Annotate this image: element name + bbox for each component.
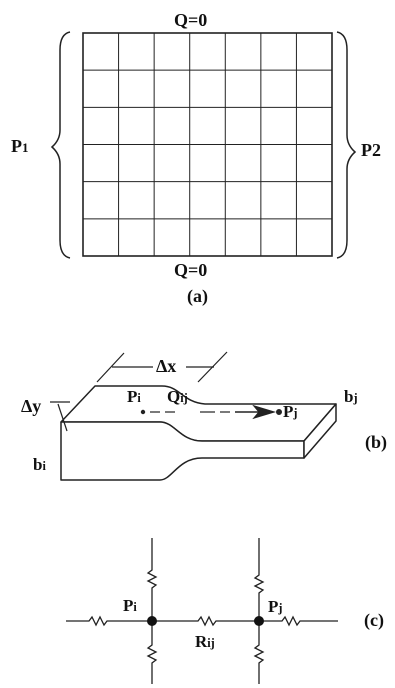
pi-symbol-b: P [127,387,138,406]
qij-label: Qij [167,388,188,405]
bi-label: bi [33,456,46,473]
rij-subscript: ij [207,636,215,650]
dy-label: Δy [21,396,42,416]
bj-label: bj [344,388,358,405]
grid-panel-a [82,32,333,257]
grid-lines [83,33,332,256]
pj-label-b: Pj [283,403,297,420]
pi-subscript-b: i [137,391,141,405]
top-boundary-label: Q=0 [174,10,208,30]
node-pj [254,616,264,626]
dx-dimension [96,351,228,383]
block-right-face [303,403,337,459]
pj-label-c: Pj [268,598,282,615]
bi-subscript: i [42,459,46,473]
pi-subscript-c: i [133,600,137,614]
left-brace [50,31,71,259]
caption-c: (c) [364,610,384,630]
bottom-boundary-label: Q=0 [174,260,208,280]
resistor-network-panel-c [66,538,338,684]
left-vertical-wire [146,538,158,684]
bj-subscript: j [353,391,358,405]
left-pressure-label: P1 [11,137,28,155]
bj-symbol: b [344,387,354,406]
left-pressure-symbol: P [11,136,22,156]
caption-a: (a) [187,286,208,306]
qij-symbol: Q [167,387,181,406]
dx-label: Δx [156,356,177,376]
channel-block-panel-b [60,385,337,481]
pj-subscript-b: j [293,406,298,420]
flow-arrow [140,404,283,420]
qij-subscript: ij [180,391,188,405]
pj-symbol-c: P [268,597,279,616]
horizontal-wire [66,615,338,627]
bi-symbol: b [33,455,43,474]
caption-b: (b) [365,432,387,452]
node-pi [147,616,157,626]
dy-dimension [50,401,70,432]
pj-subscript-c: j [278,601,283,615]
pi-symbol-c: P [123,596,134,615]
right-brace [336,31,357,259]
rij-symbol: R [195,632,208,651]
pi-label-b: Pi [127,388,141,405]
pi-label-c: Pi [123,597,137,614]
rij-label: Rij [195,633,215,650]
pj-symbol-b: P [283,402,294,421]
right-pressure-label: P2 [361,140,381,160]
right-vertical-wire [253,538,265,684]
left-pressure-subscript: 1 [22,140,29,155]
